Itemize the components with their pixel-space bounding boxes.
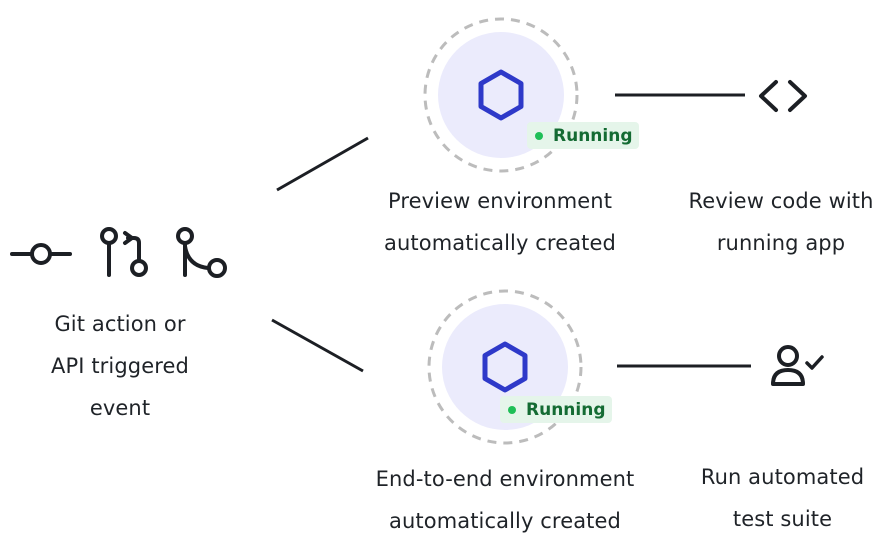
hexagon-icon xyxy=(478,69,524,121)
git-pull-request-icon xyxy=(100,227,148,277)
preview-environment-node xyxy=(423,17,579,173)
user-check-icon xyxy=(771,345,824,386)
trigger-label-line-2: API triggered xyxy=(51,354,189,378)
status-dot-icon xyxy=(508,405,516,414)
e2e-environment-node xyxy=(427,289,583,445)
status-dot-icon xyxy=(535,131,543,140)
git-commit-icon xyxy=(10,243,72,265)
tests-label-line-2: test suite xyxy=(732,507,833,531)
connector-trigger-to-e2e xyxy=(271,318,364,373)
e2e-label-line-1: End-to-end environment xyxy=(375,467,635,491)
trigger-label: Git action or API triggered event xyxy=(20,303,220,429)
trigger-label-line-3: event xyxy=(89,396,151,420)
review-label-line-1: Review code with xyxy=(688,189,874,213)
review-label-line-2: running app xyxy=(716,231,846,255)
e2e-label: End-to-end environment automatically cre… xyxy=(340,458,670,542)
code-brackets-icon xyxy=(759,80,807,112)
connector-trigger-to-preview xyxy=(276,136,369,192)
preview-status-badge: Running xyxy=(527,122,639,149)
e2e-status-text: Running xyxy=(526,399,606,420)
tests-label-line-1: Run automated xyxy=(700,465,865,489)
e2e-label-line-2: automatically created xyxy=(389,509,621,533)
hexagon-icon xyxy=(482,341,528,393)
tests-label: Run automated test suite xyxy=(680,456,885,540)
trigger-label-line-1: Git action or xyxy=(54,312,186,336)
preview-label-line-1: Preview environment xyxy=(387,189,613,213)
git-merge-icon xyxy=(176,227,227,278)
preview-label: Preview environment automatically create… xyxy=(350,180,650,264)
review-label: Review code with running app xyxy=(676,180,886,264)
preview-status-text: Running xyxy=(553,125,633,146)
preview-label-line-2: automatically created xyxy=(384,231,616,255)
e2e-status-badge: Running xyxy=(500,396,612,423)
